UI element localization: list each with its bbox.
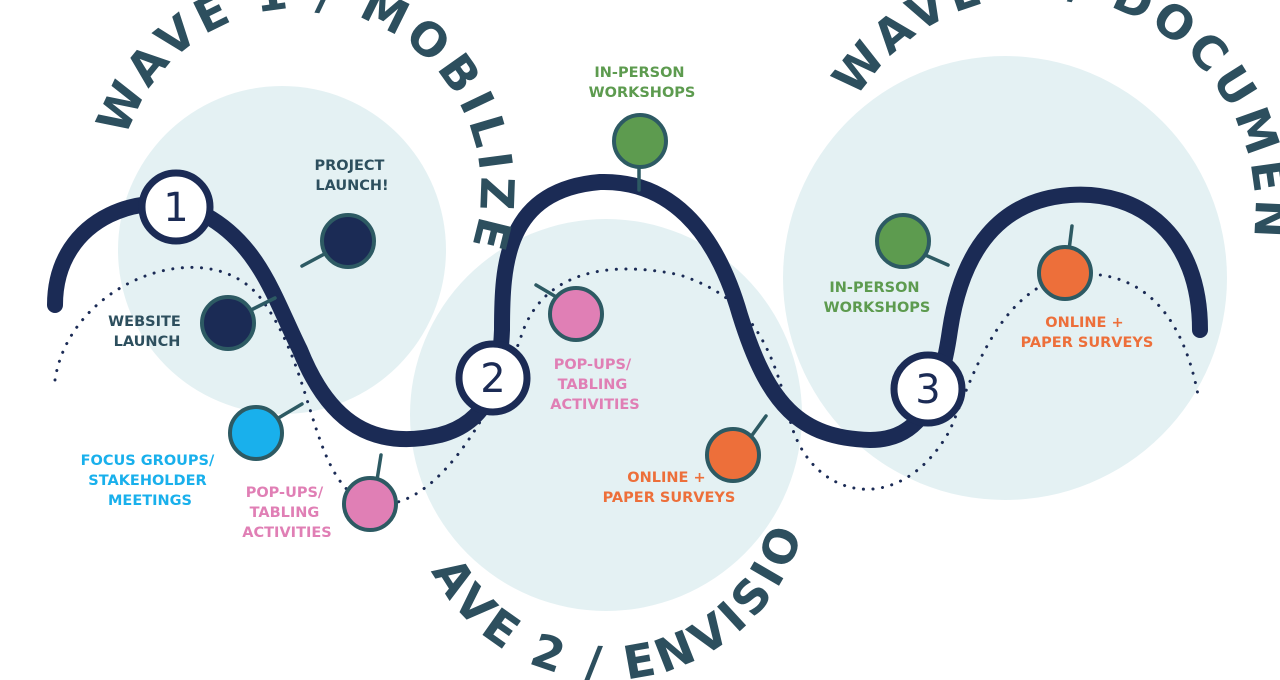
label-line: IN-PERSON: [829, 280, 919, 296]
activity-label: WEBSITE LAUNCH: [108, 314, 186, 350]
activity-label: ONLINE + PAPER SURVEYS: [603, 470, 736, 506]
activity-connector: [273, 402, 304, 422]
label-line: PROJECT: [314, 158, 384, 174]
activity-dot: [228, 405, 284, 461]
stage-marker-circle: [138, 169, 214, 245]
activity-dot: [1037, 245, 1093, 301]
activity-in-person-workshops-wave-3: IN-PERSON WORKSHOPS: [824, 213, 950, 316]
label-line: POP-UPS/: [554, 357, 632, 373]
activity-label: POP-UPS/ TABLING ACTIVITIES: [550, 357, 639, 413]
dotted-path: [53, 265, 1200, 506]
activity-label: IN-PERSON WORKSHOPS: [824, 280, 931, 316]
activity-label: PROJECT LAUNCH!: [314, 158, 389, 194]
activity-dot: [875, 213, 931, 269]
activity-connector: [534, 283, 560, 300]
activity-online-surveys-wave-3: ONLINE + PAPER SURVEYS: [1021, 224, 1154, 351]
activity-label: POP-UPS/ TABLING ACTIVITIES: [242, 485, 331, 541]
activity-label: ONLINE + PAPER SURVEYS: [1021, 315, 1154, 351]
label-line: STAKEHOLDER: [88, 473, 206, 489]
label-line: MEETINGS: [108, 493, 192, 509]
activity-pop-ups-wave-1: POP-UPS/ TABLING ACTIVITIES: [242, 453, 398, 541]
activity-online-surveys-wave-2: ONLINE + PAPER SURVEYS: [603, 414, 768, 506]
stage-number: 2: [480, 356, 505, 402]
activity-pop-ups-wave-2: POP-UPS/ TABLING ACTIVITIES: [534, 283, 640, 413]
label-line: ACTIVITIES: [550, 397, 639, 413]
label-line: WORKSHOPS: [589, 85, 696, 101]
activity-dot: [612, 113, 668, 169]
activity-focus-groups: FOCUS GROUPS/ STAKEHOLDER MEETINGS: [81, 402, 304, 509]
activity-dot: [548, 286, 604, 342]
activity-connector: [375, 453, 383, 482]
stage-number: 3: [915, 367, 940, 413]
activity-dot: [320, 213, 376, 269]
label-line: IN-PERSON: [594, 65, 684, 81]
stage-marker-circle: [455, 340, 531, 416]
label-line: ONLINE +: [1045, 315, 1123, 331]
activity-label: IN-PERSON WORKSHOPS: [589, 65, 696, 101]
activity-label: FOCUS GROUPS/ STAKEHOLDER MEETINGS: [81, 453, 220, 509]
label-line: TABLING: [558, 377, 628, 393]
wave-1-bubble: [118, 86, 446, 414]
activity-dot: [200, 295, 256, 351]
label-line: POP-UPS/: [246, 485, 324, 501]
label-line: LAUNCH: [114, 334, 181, 350]
stage-marker-3: 3: [890, 351, 966, 427]
label-line: PAPER SURVEYS: [1021, 335, 1154, 351]
activity-dot: [705, 427, 761, 483]
activity-dot: [342, 476, 398, 532]
label-line: ACTIVITIES: [242, 525, 331, 541]
label-line: LAUNCH!: [315, 178, 388, 194]
activity-in-person-workshops-wave-2: IN-PERSON WORKSHOPS: [589, 65, 696, 192]
label-line: WORKSHOPS: [824, 300, 931, 316]
stage-marker-2: 2: [455, 340, 531, 416]
activity-project-launch: PROJECT LAUNCH!: [300, 158, 389, 269]
stage-number: 1: [163, 185, 188, 231]
activity-connector: [748, 414, 768, 440]
label-line: PAPER SURVEYS: [603, 490, 736, 506]
activity-website-launch: WEBSITE LAUNCH: [108, 295, 277, 351]
stage-marker-circle: [890, 351, 966, 427]
label-line: ONLINE +: [627, 470, 705, 486]
stage-marker-1: 1: [138, 169, 214, 245]
activity-connector: [921, 252, 950, 267]
label-line: FOCUS GROUPS/: [81, 453, 215, 469]
label-line: TABLING: [250, 505, 320, 521]
label-line: WEBSITE: [108, 314, 181, 330]
